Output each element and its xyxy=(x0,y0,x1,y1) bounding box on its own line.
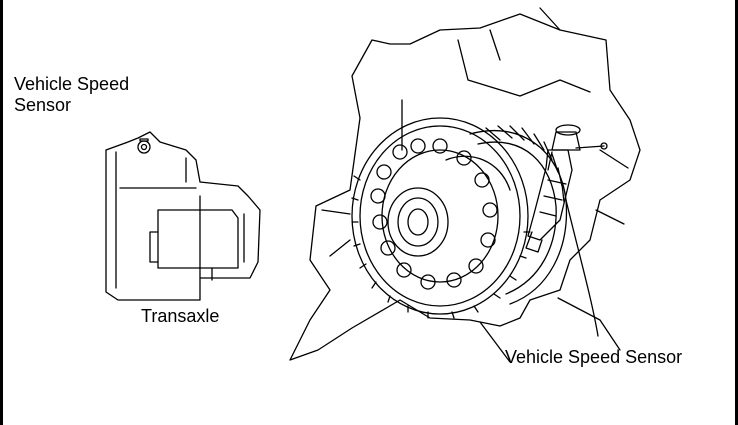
vehicle-speed-sensor-label-line1: Vehicle Speed xyxy=(14,74,130,94)
vehicle-speed-sensor-callout-label: Vehicle Speed Sensor xyxy=(505,347,683,367)
transaxle-label: Transaxle xyxy=(141,306,220,326)
vehicle-speed-sensor-label-line2: Sensor xyxy=(14,95,72,115)
transaxle-cutaway-drawing xyxy=(289,7,641,363)
callout-leader-line xyxy=(565,199,599,337)
sensor-marker-icon xyxy=(137,138,151,154)
bolt-ring xyxy=(370,138,498,290)
vehicle-speed-sensor-drawing xyxy=(525,124,608,253)
transaxle-overview-drawing xyxy=(105,131,261,301)
